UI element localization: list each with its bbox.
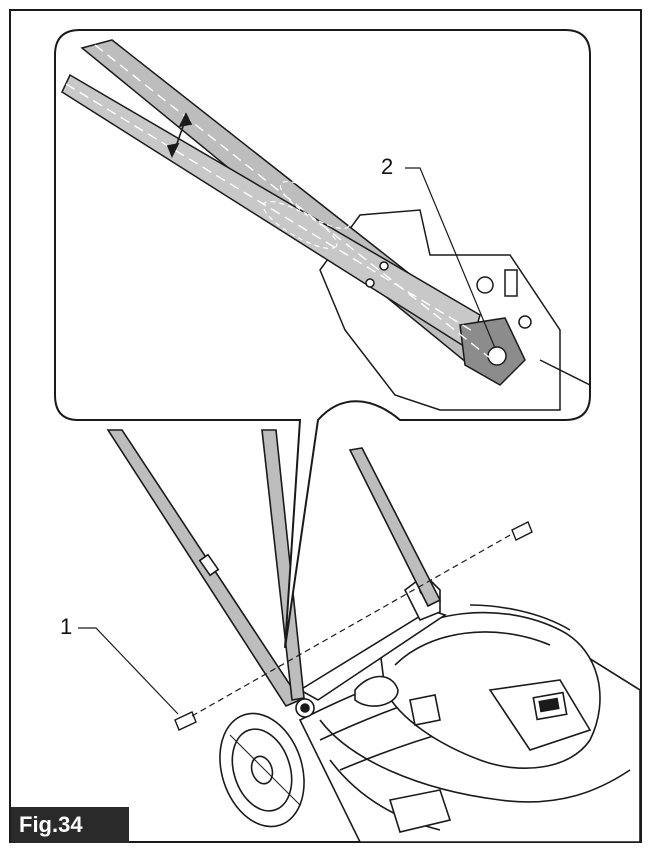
outer-frame	[9, 9, 642, 843]
wheel	[219, 712, 305, 828]
callout-label-1: 1	[60, 614, 73, 639]
mower-body	[298, 573, 641, 843]
callout-1-leader	[78, 627, 179, 715]
bolt-axis	[191, 533, 513, 717]
zoom-bubble	[54, 29, 591, 649]
double-arrow-icon	[166, 112, 193, 158]
figure-caption: Fig.34	[11, 807, 129, 843]
callout-label-2: 2	[381, 154, 394, 179]
handle-bar	[106, 429, 442, 718]
bolt-icon	[174, 521, 533, 731]
callout-2-leader	[405, 167, 496, 349]
